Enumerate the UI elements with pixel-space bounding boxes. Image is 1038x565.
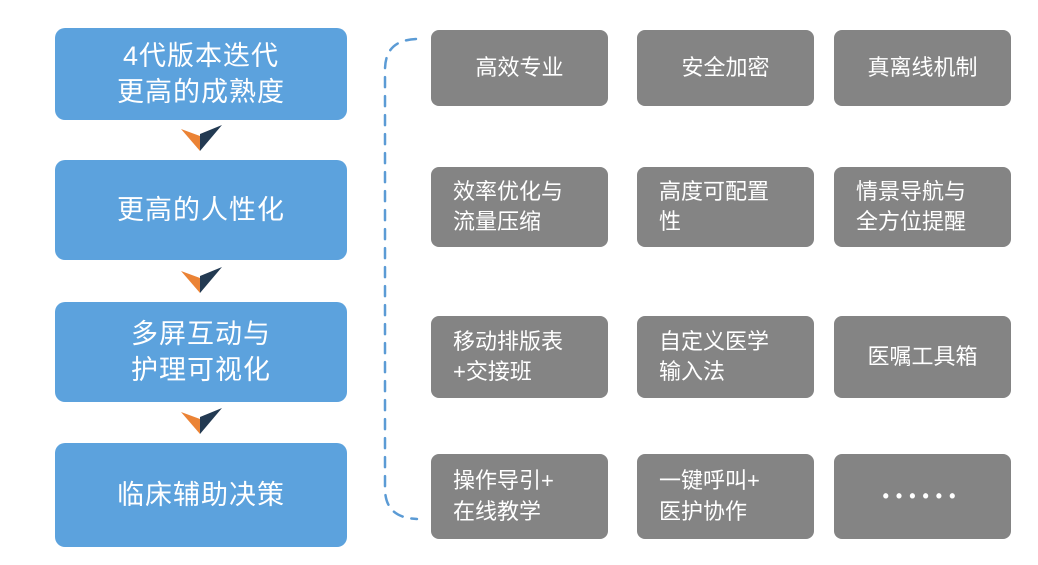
feature-box-configurability: 高度可配置 性 bbox=[637, 167, 814, 247]
feature-box-custom-medical-ime: 自定义医学 输入法 bbox=[637, 316, 814, 398]
feature-label: 情景导航与 全方位提醒 bbox=[856, 178, 967, 234]
dashed-brace-icon bbox=[383, 37, 419, 521]
flow-step-version-maturity: 4代版本迭代 更高的成熟度 bbox=[55, 28, 347, 120]
feature-label: 真离线机制 bbox=[867, 54, 978, 80]
chevron-down-arrow-icon bbox=[181, 408, 222, 434]
feature-label: 安全加密 bbox=[681, 54, 770, 80]
flow-step-multiscreen-visualization: 多屏互动与 护理可视化 bbox=[55, 302, 347, 402]
feature-label: 医嘱工具箱 bbox=[867, 343, 978, 369]
feature-box-efficiency-compression: 效率优化与 流量压缩 bbox=[431, 167, 608, 247]
feature-box-order-toolbox: 医嘱工具箱 bbox=[834, 316, 1011, 398]
feature-label: 高度可配置 性 bbox=[659, 178, 770, 234]
feature-box-security-encryption: 安全加密 bbox=[637, 30, 814, 106]
chevron-down-arrow-icon bbox=[181, 267, 222, 293]
flow-step-humanization: 更高的人性化 bbox=[55, 160, 347, 260]
feature-box-true-offline: 真离线机制 bbox=[834, 30, 1011, 106]
feature-box-more-ellipsis: •••••• bbox=[834, 454, 1011, 539]
feature-box-mobile-schedule-shift: 移动排版表 +交接班 bbox=[431, 316, 608, 398]
feature-label: 移动排版表 +交接班 bbox=[453, 328, 564, 384]
feature-box-efficient-professional: 高效专业 bbox=[431, 30, 608, 106]
chevron-down-arrow-icon bbox=[181, 125, 222, 151]
feature-label: 一键呼叫+ 医护协作 bbox=[659, 468, 760, 524]
flow-step-clinical-decision: 临床辅助决策 bbox=[55, 443, 347, 547]
feature-label: 效率优化与 流量压缩 bbox=[453, 178, 564, 234]
ellipsis-dots: •••••• bbox=[882, 486, 963, 507]
flow-step-label: 4代版本迭代 更高的成熟度 bbox=[117, 40, 285, 107]
feature-box-context-navigation: 情景导航与 全方位提醒 bbox=[834, 167, 1011, 247]
feature-label: 操作导引+ 在线教学 bbox=[453, 468, 554, 524]
flow-step-label: 临床辅助决策 bbox=[117, 479, 285, 510]
flow-step-label: 更高的人性化 bbox=[117, 194, 285, 225]
flow-step-label: 多屏互动与 护理可视化 bbox=[131, 318, 271, 385]
feature-label: 高效专业 bbox=[475, 54, 564, 80]
feature-box-one-key-call-collaboration: 一键呼叫+ 医护协作 bbox=[637, 454, 814, 539]
feature-label: 自定义医学 输入法 bbox=[659, 328, 770, 384]
feature-box-guide-online-teaching: 操作导引+ 在线教学 bbox=[431, 454, 608, 539]
